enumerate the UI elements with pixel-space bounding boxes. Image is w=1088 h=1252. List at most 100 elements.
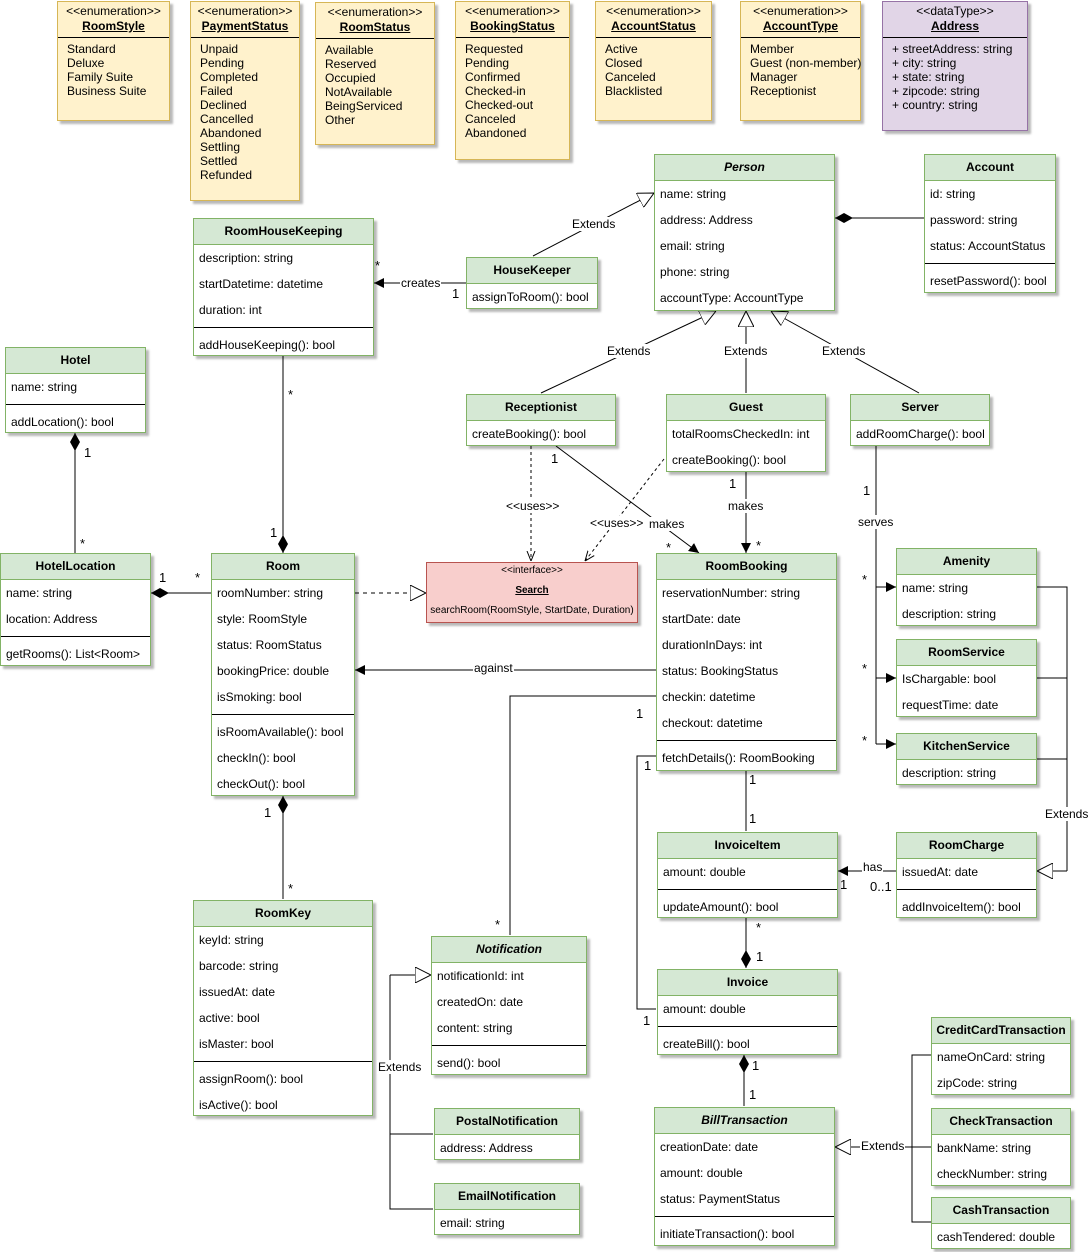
class-divider xyxy=(1,636,150,637)
class-name: Account xyxy=(925,155,1055,181)
class-amenity: Amenity name: string description: string xyxy=(896,548,1037,626)
class-divider xyxy=(925,263,1055,264)
mult-notification-one: 1 xyxy=(636,706,644,721)
enum-values: Unpaid Pending Completed Failed Declined… xyxy=(191,37,299,182)
enum-value: NotAvailable xyxy=(325,85,393,99)
class-attribute: duration: int xyxy=(199,303,262,317)
mult-kitchen-star: * xyxy=(862,733,868,748)
class-operation: fetchDetails(): RoomBooking xyxy=(662,751,815,765)
class-operation: addHouseKeeping(): bool xyxy=(199,338,336,352)
datatype-field: + streetAddress: string xyxy=(892,42,1013,56)
mult-booking-item-one: 1 xyxy=(749,772,757,787)
enum-value: Pending xyxy=(465,56,510,70)
class-operation: addRoomCharge(): bool xyxy=(856,427,985,441)
class-operation: createBill(): bool xyxy=(663,1037,750,1051)
class-attribute: issuedAt: date xyxy=(199,985,276,999)
enum-roomstatus: <<enumeration>> RoomStatus Available Res… xyxy=(315,2,435,145)
class-attribute: status: PaymentStatus xyxy=(660,1192,781,1206)
class-attribute: description: string xyxy=(902,607,997,621)
enum-value: Checked-out xyxy=(465,98,534,112)
class-attribute: requestTime: date xyxy=(902,698,999,712)
class-divider xyxy=(657,740,836,741)
interface-search: <<interface>> Search searchRoom(RoomStyl… xyxy=(426,562,638,623)
mult-booking-star-left: * xyxy=(666,540,672,555)
label-has: has xyxy=(862,860,884,874)
enum-value: Abandoned xyxy=(200,126,262,140)
class-operation: isRoomAvailable(): bool xyxy=(217,725,344,739)
class-operation: send(): bool xyxy=(437,1056,501,1070)
class-attribute: content: string xyxy=(437,1021,513,1035)
enum-value: Other xyxy=(325,113,356,127)
mult-location-room-star: * xyxy=(195,570,201,585)
enum-values: Available Reserved Occupied NotAvailable… xyxy=(316,38,434,127)
label-extends-guest: Extends xyxy=(723,344,769,358)
class-attribute: startDatetime: datetime xyxy=(199,277,324,291)
class-roomcharge: RoomCharge issuedAt: date addInvoiceItem… xyxy=(896,832,1037,918)
class-operation: resetPassword(): bool xyxy=(930,274,1047,288)
enum-name: BookingStatus xyxy=(470,19,555,33)
enum-value: Canceled xyxy=(465,112,516,126)
enum-roomstyle: <<enumeration>> RoomStyle Standard Delux… xyxy=(57,1,170,121)
class-attribute: creationDate: date xyxy=(660,1140,759,1154)
class-operation: createBooking(): bool xyxy=(472,427,587,441)
enum-value: Settled xyxy=(200,154,238,168)
label-extends-roomcharge: Extends xyxy=(1044,807,1088,821)
class-divider xyxy=(897,889,1036,890)
enum-value: Blacklisted xyxy=(605,84,663,98)
class-divider xyxy=(6,404,145,405)
class-attribute: name: string xyxy=(11,380,78,394)
class-attribute: address: Address xyxy=(660,213,753,227)
interface-stereotype: <<interface>> xyxy=(501,565,563,576)
enum-name: RoomStatus xyxy=(339,20,411,34)
class-name: CreditCardTransaction xyxy=(932,1018,1070,1044)
edge-guest-search xyxy=(585,458,665,561)
class-attribute: roomNumber: string xyxy=(217,586,324,600)
class-attribute: amount: double xyxy=(660,1166,743,1180)
class-divider xyxy=(658,889,837,890)
class-guest: Guest totalRoomsCheckedIn: int createBoo… xyxy=(666,394,826,472)
datatype-field: + zipcode: string xyxy=(892,84,980,98)
class-name: RoomKey xyxy=(194,901,372,927)
enum-value: Manager xyxy=(750,70,798,84)
enum-value: Completed xyxy=(200,70,259,84)
class-invoice: Invoice amount: double createBill(): boo… xyxy=(657,969,838,1055)
class-divider xyxy=(655,1216,834,1217)
mult-roomkey-star: * xyxy=(288,881,294,896)
mult-invoiceitem-star: * xyxy=(756,920,762,935)
class-person: Person name: string address: Address ema… xyxy=(654,154,835,311)
enum-values: Member Guest (non-member) Manager Recept… xyxy=(741,37,861,98)
class-name: CheckTransaction xyxy=(932,1109,1070,1135)
enum-name: AccountStatus xyxy=(611,19,696,33)
class-attribute: isSmoking: bool xyxy=(217,690,302,704)
class-name: RoomService xyxy=(897,640,1036,666)
class-receptionist: Receptionist createBooking(): bool xyxy=(466,394,616,446)
class-name: Room xyxy=(212,554,354,580)
enum-value: Occupied xyxy=(325,71,376,85)
mult-booking-star-right: * xyxy=(756,538,762,553)
enum-value: Standard xyxy=(67,42,116,56)
class-operation: updateAmount(): bool xyxy=(663,900,779,914)
class-operation: assignToRoom(): bool xyxy=(472,290,589,304)
class-divider xyxy=(658,1026,837,1027)
class-name: BillTransaction xyxy=(655,1108,834,1134)
enum-value: BeingServiced xyxy=(325,99,403,113)
enum-value: Business Suite xyxy=(67,84,147,98)
class-attribute: issuedAt: date xyxy=(902,865,979,879)
enum-value: Checked-in xyxy=(465,84,526,98)
edge-receptionist-booking xyxy=(555,445,700,554)
class-name: HouseKeeper xyxy=(467,258,597,284)
label-extends-notification: Extends xyxy=(377,1060,423,1074)
mult-invoice-bill-one: 1 xyxy=(752,1058,760,1073)
enum-values: Active Closed Canceled Blacklisted xyxy=(596,37,711,98)
class-divider xyxy=(194,327,373,328)
class-operation: getRooms(): List<Room> xyxy=(6,647,141,661)
class-attribute: notificationId: int xyxy=(437,969,524,983)
class-attribute: startDate: date xyxy=(662,612,741,626)
class-attribute: totalRoomsCheckedIn: int xyxy=(672,427,810,441)
class-name: Receptionist xyxy=(467,395,615,421)
mult-has-one: 1 xyxy=(840,877,848,892)
class-attribute: checkout: datetime xyxy=(662,716,763,730)
datatype-field: + city: string xyxy=(892,56,957,70)
class-attribute: name: string xyxy=(660,187,727,201)
enum-stereotype: <<enumeration>> xyxy=(606,4,701,18)
